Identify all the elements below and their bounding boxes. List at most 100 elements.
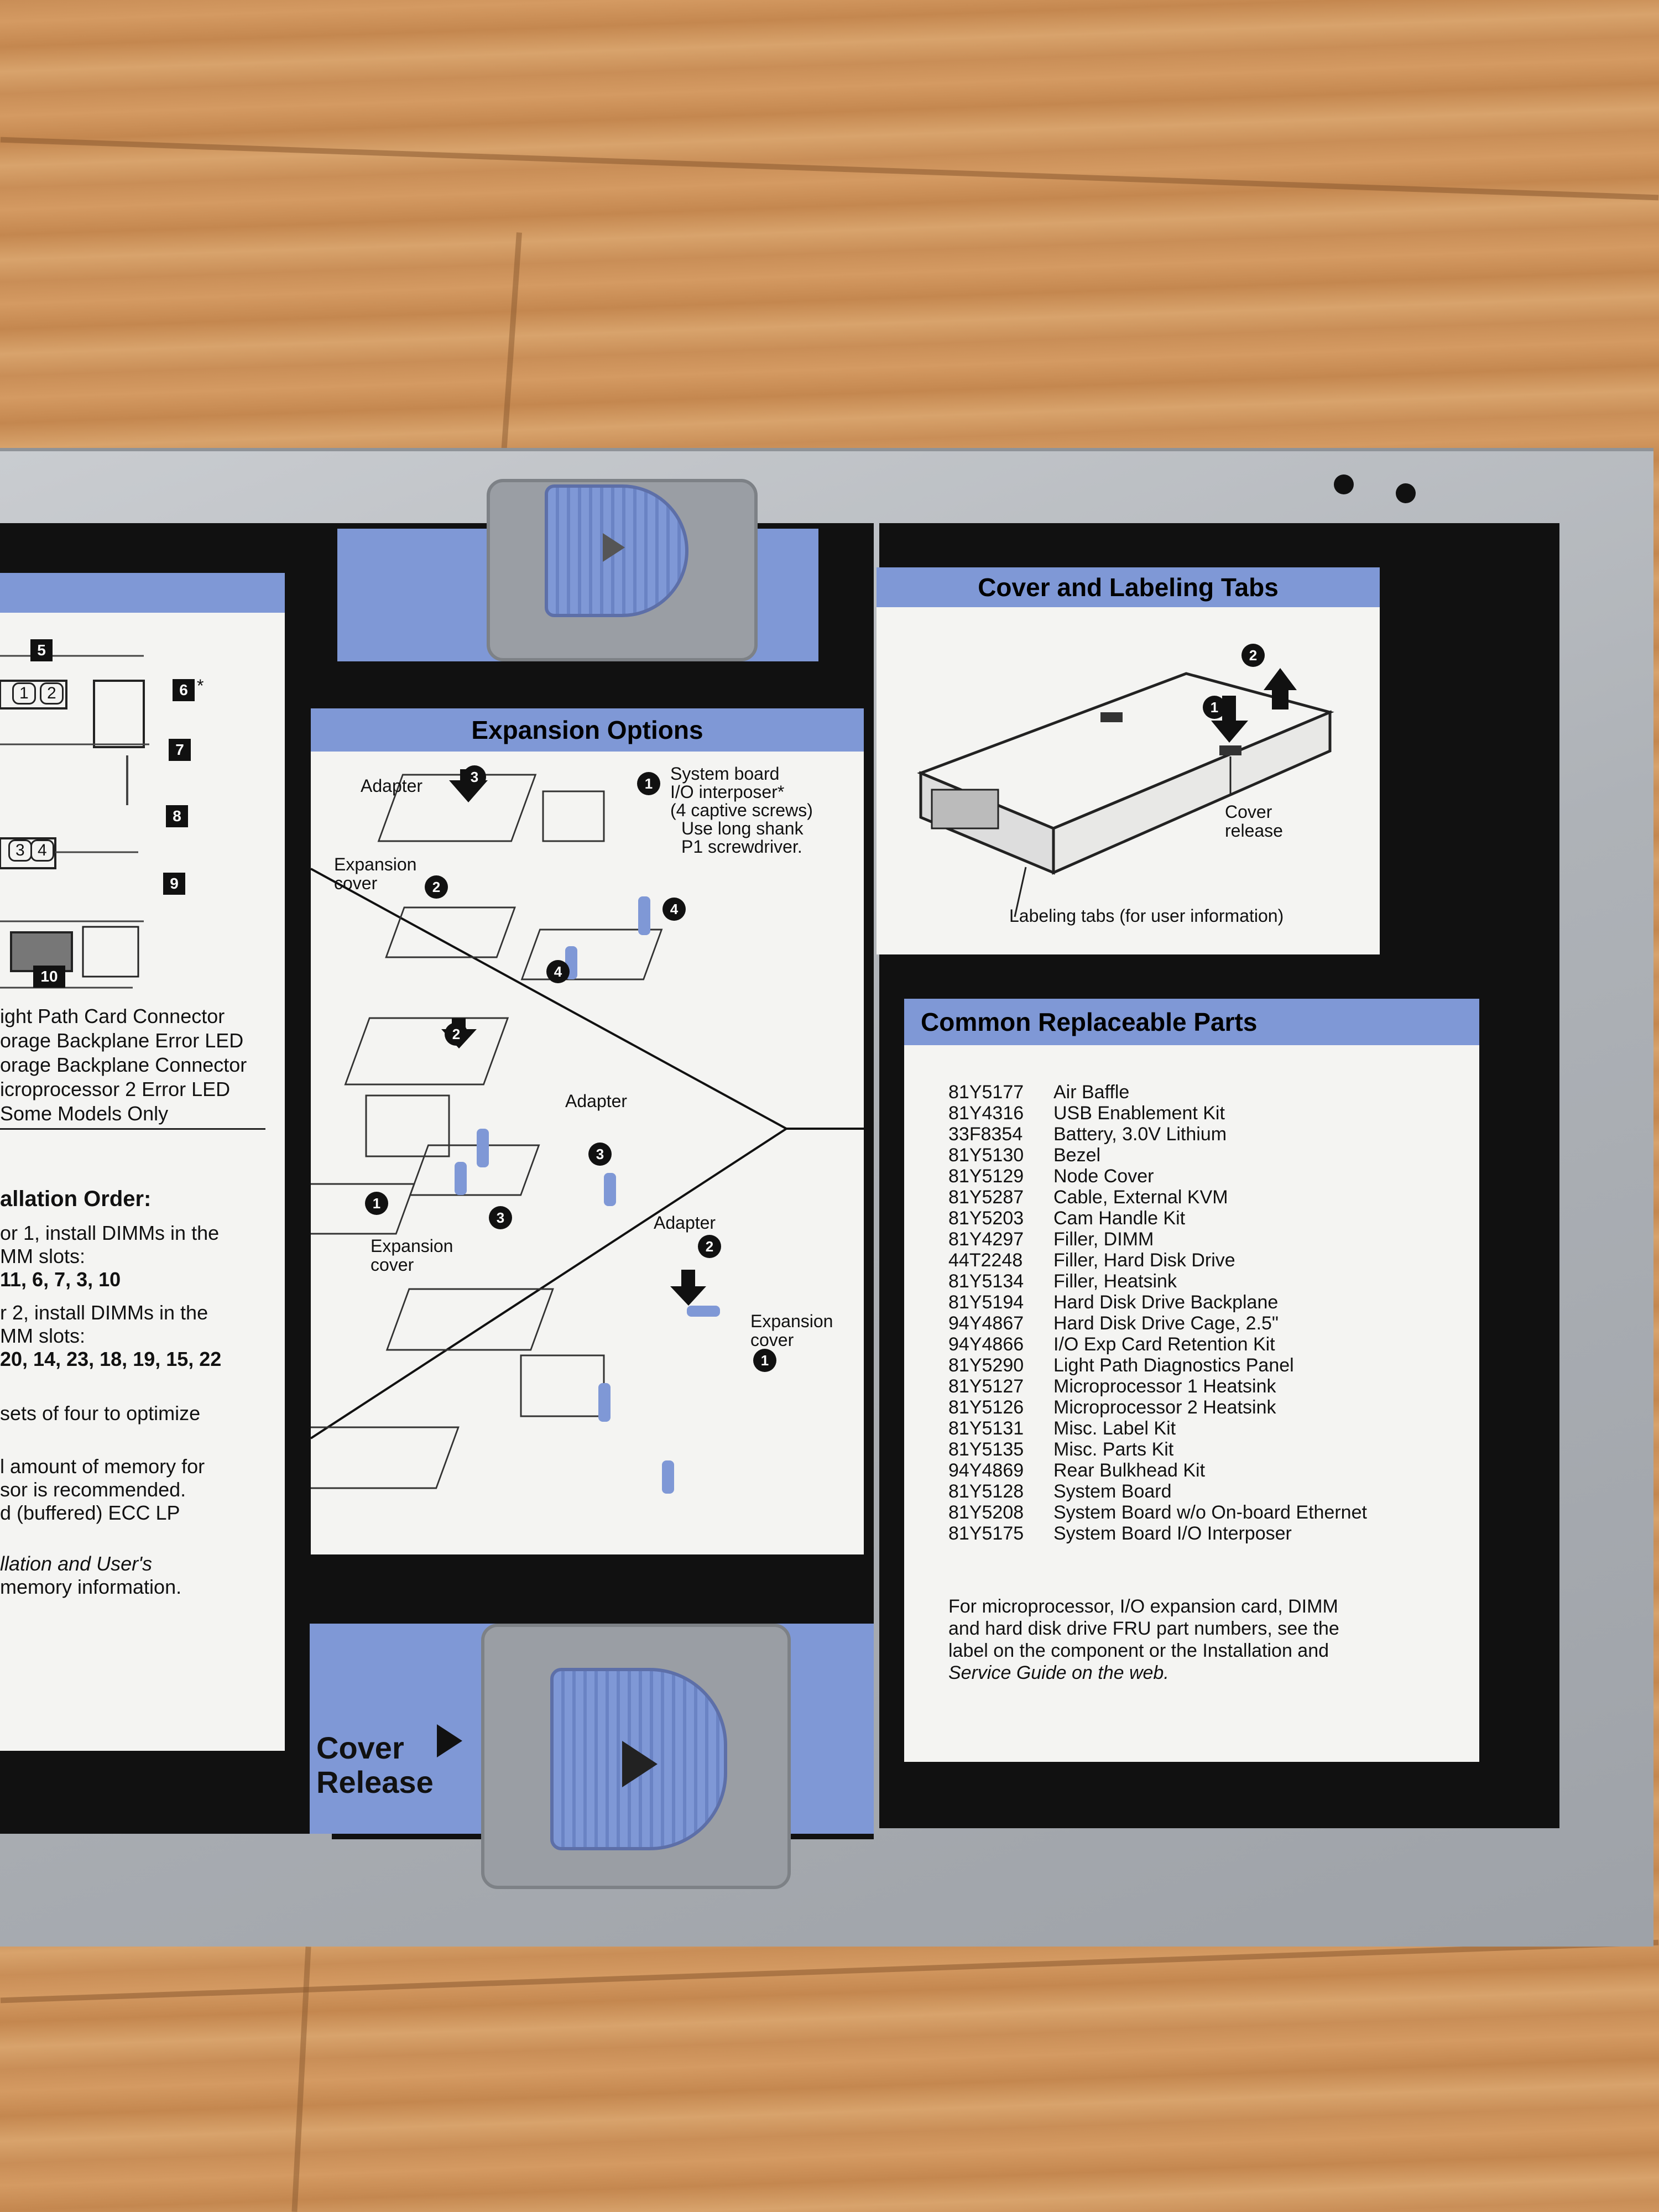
parts-footer: Service Guide on the web. [948,1662,1169,1683]
label-system-board: P1 screwdriver. [681,837,802,857]
step-4: 4 [546,960,570,983]
install-line: 11, 6, 7, 3, 10 [0,1268,121,1291]
label-adapter: Adapter [654,1213,716,1233]
parts-title: Common Replaceable Parts [904,999,1479,1045]
callout-7: 7 [169,739,191,761]
step-1: 1 [1203,696,1226,719]
legend-line: orage Backplane Error LED [0,1029,244,1052]
floor-seam [0,137,1659,201]
step-1: 1 [753,1349,776,1372]
cover-tabs-title: Cover and Labeling Tabs [877,567,1380,607]
label-expansion-cover: Expansion [334,854,417,874]
arrow-right-icon [437,1724,462,1757]
dimm-label: 3 [8,839,32,862]
parts-footer: and hard disk drive FRU part numbers, se… [948,1618,1339,1639]
step-1: 1 [637,772,660,795]
step-3: 3 [588,1142,612,1166]
label-system-board: (4 captive screws) [670,800,813,820]
step-3: 3 [463,765,486,789]
memory-info-card: 1 2 3 4 5 6 * 7 8 9 10 ight Path Card Co… [0,573,285,1751]
screw-hole [1396,483,1416,503]
floor-seam-vertical [501,232,522,453]
step-4: 4 [662,898,686,921]
dimm-label: 1 [12,682,36,705]
step-3: 3 [489,1206,512,1229]
label-expansion-cover: cover [334,873,378,893]
parts-footer: For microprocessor, I/O expansion card, … [948,1596,1338,1617]
install-line: sor is recommended. [0,1478,186,1501]
cover-release-text: Cover [1225,802,1272,822]
install-order-heading: allation Order: [0,1187,152,1211]
install-line: MM slots: [0,1245,86,1267]
step-1: 1 [365,1192,388,1215]
legend-line: icroprocessor 2 Error LED [0,1078,231,1100]
labeling-tabs-text: Labeling tabs (for user information) [1009,906,1284,926]
step-2: 2 [698,1235,721,1258]
legend-line: ight Path Card Connector [0,1005,225,1027]
latch-arrow-icon [603,533,625,562]
install-line: or 1, install DIMMs in the [0,1222,220,1244]
install-line: MM slots: [0,1324,86,1347]
label-adapter: Adapter [565,1091,628,1111]
system-board-diagram [0,655,149,989]
step-2: 2 [1241,644,1265,667]
callout-10: 10 [33,966,65,988]
floor-seam [0,1939,1659,2004]
install-line: llation and User's [0,1552,153,1575]
step-2: 2 [425,875,448,899]
floor-seam-vertical [291,1947,311,2212]
callout-star: * [197,676,204,696]
install-line: d (buffered) ECC LP [0,1501,180,1524]
cover-tabs-card: Cover and Labeling Tabs 1 2 Cover releas… [877,567,1380,954]
label-expansion-cover: Expansion [750,1311,833,1331]
callout-6: 6 [173,679,195,701]
install-line: sets of four to optimize [0,1402,201,1425]
cover-release-label: Cover [316,1730,404,1765]
label-expansion-cover: cover [750,1330,794,1350]
step-2: 2 [445,1022,468,1046]
legend-line: Some Models Only [0,1102,169,1125]
latch-arrow-icon [622,1741,658,1787]
dimm-label: 2 [40,682,64,705]
cover-release-text: release [1225,821,1283,841]
expansion-options-title: Expansion Options [311,708,864,752]
label-system-board: I/O interposer* [670,782,785,802]
expansion-dividers [311,769,864,1494]
divider [0,1128,265,1130]
server-cover-tray: 1 2 3 4 5 6 * 7 8 9 10 ight Path Card Co… [0,448,1653,1947]
callout-9: 9 [163,873,185,895]
dimm-label: 4 [30,839,54,862]
expansion-options-card: Expansion Options [311,708,864,1554]
label-adapter: Adapter [361,776,423,796]
callout-8: 8 [166,805,188,827]
card-header-bar [0,573,285,613]
cover-release-label: Release [316,1765,434,1799]
server-node-drawing [917,668,1334,917]
label-system-board: System board [670,764,780,784]
label-expansion-cover: cover [371,1255,414,1275]
cover-release-latch[interactable] [550,1668,727,1850]
